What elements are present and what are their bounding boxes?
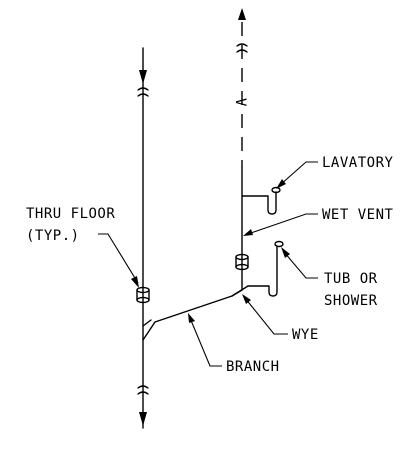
floor-sleeve-right (235, 253, 249, 271)
pipe-break-mark-vent (236, 43, 248, 53)
label-thru-floor: THRU FLOOR (26, 206, 115, 222)
tub-shower-trap (247, 240, 284, 297)
leader-lavatory (276, 161, 318, 189)
label-thru-floor-typ: (TYP.) (26, 228, 80, 244)
leader-branch (188, 313, 222, 367)
label-wye: WYE (292, 327, 319, 343)
floor-sleeve-left (136, 286, 150, 304)
vent-stack-pipe (236, 8, 248, 291)
label-shower: SHOWER (324, 293, 378, 309)
stack-flow-arrow-bottom (139, 412, 147, 426)
leader-tub-shower (281, 247, 318, 279)
label-tub-or: TUB OR (324, 271, 378, 287)
vent-marker: V (232, 98, 248, 107)
lavatory-trap (241, 186, 281, 215)
label-lavatory: LAVATORY (322, 155, 394, 171)
stack-flow-arrow-top (139, 70, 147, 84)
pipe-break-mark-upper-left (137, 87, 149, 97)
leader-wye (242, 294, 288, 335)
left-stack-pipe (137, 47, 149, 429)
pipe-break-mark-lower-left (137, 385, 149, 395)
vent-arrow-top (238, 8, 246, 20)
leader-thru-floor (98, 233, 139, 288)
label-wet-vent: WET VENT (322, 207, 394, 223)
leader-wet-vent (243, 213, 318, 236)
branch-drain (142, 285, 249, 341)
label-branch: BRANCH (226, 359, 280, 375)
